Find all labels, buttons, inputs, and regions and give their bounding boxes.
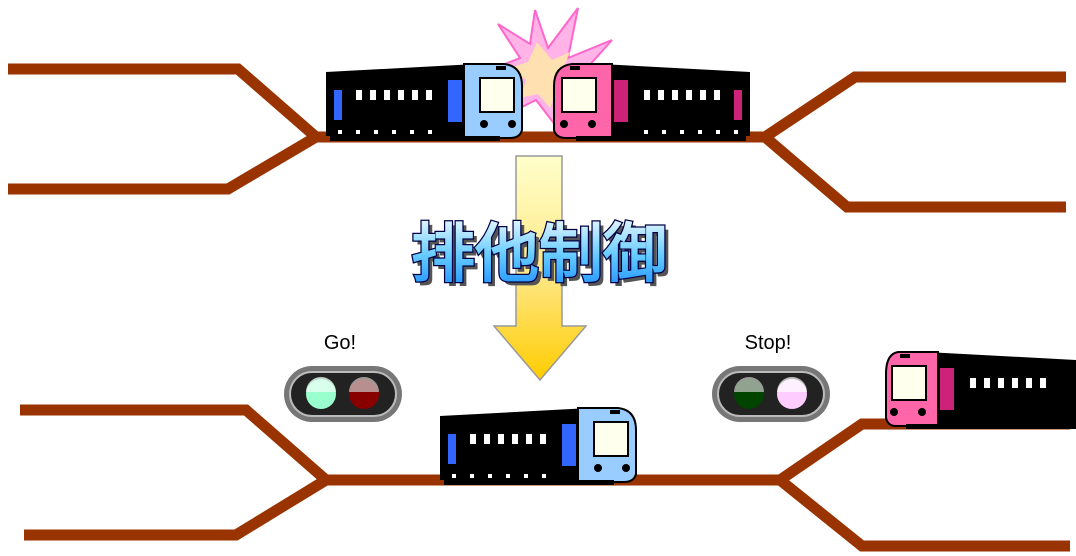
traffic-signal-icon: [712, 366, 830, 422]
title-text: 排他制御: [411, 218, 667, 292]
bottom-track-left: [20, 410, 440, 535]
train-icon: [554, 64, 750, 141]
bottom-track-right: [326, 424, 1070, 546]
signal-label-go: Go!: [324, 332, 356, 354]
train-icon: [440, 408, 636, 485]
signal-label-stop: Stop!: [745, 332, 792, 354]
traffic-signal-icon: [284, 366, 402, 422]
train-icon: [886, 352, 1076, 429]
train-icon: [326, 64, 522, 141]
title: 排他制御 排他制御: [411, 218, 671, 296]
